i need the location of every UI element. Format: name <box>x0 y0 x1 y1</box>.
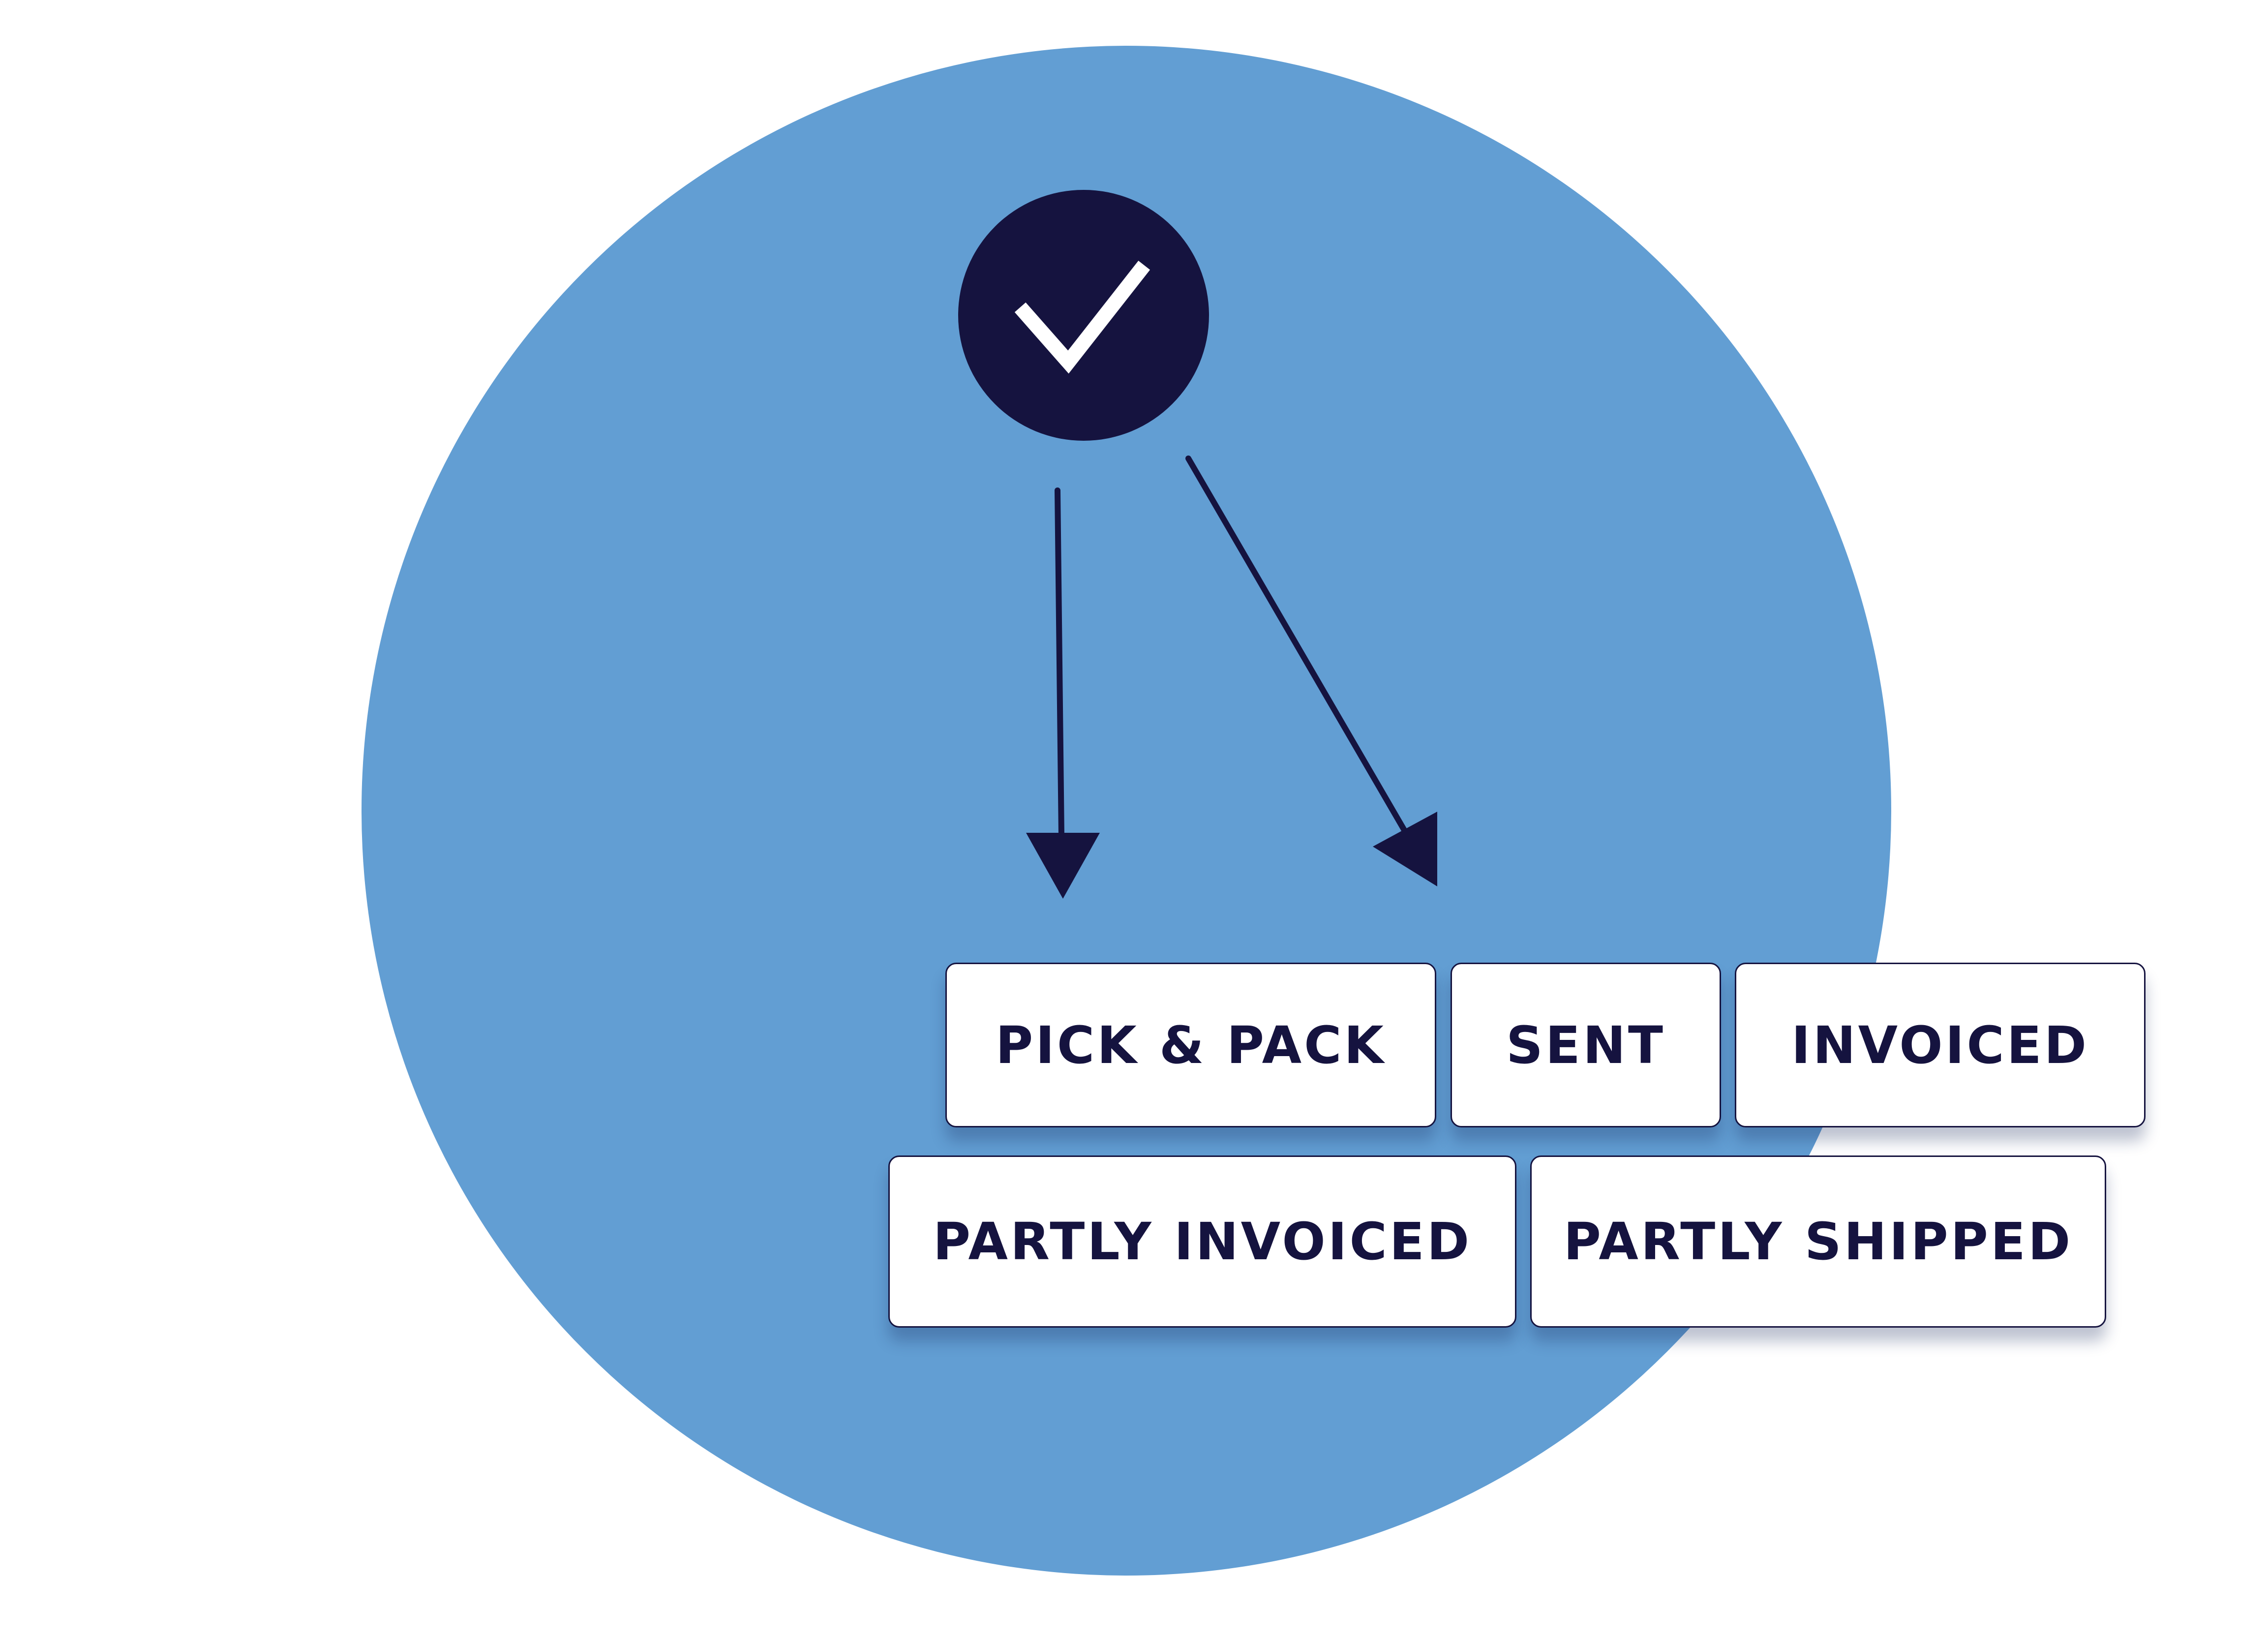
status-chip-sent[interactable]: SENT <box>1451 963 1721 1127</box>
arrow-down-icon <box>1026 487 1100 899</box>
status-label: SENT <box>1506 1015 1665 1075</box>
status-label: PICK & PACK <box>995 1015 1387 1075</box>
checkmark-icon <box>958 190 1209 441</box>
status-label: PARTLY INVOICED <box>933 1212 1472 1272</box>
arrow-diagonal-icon <box>1185 456 1437 886</box>
status-label: INVOICED <box>1791 1015 2089 1075</box>
status-chip-partly-shipped[interactable]: PARTLY SHIPPED <box>1530 1155 2106 1328</box>
status-label: PARTLY SHIPPED <box>1563 1212 2073 1272</box>
status-chip-invoiced[interactable]: INVOICED <box>1735 963 2146 1127</box>
status-chip-pick-and-pack[interactable]: PICK & PACK <box>945 963 1436 1127</box>
status-chip-partly-invoiced[interactable]: PARTLY INVOICED <box>888 1155 1516 1328</box>
